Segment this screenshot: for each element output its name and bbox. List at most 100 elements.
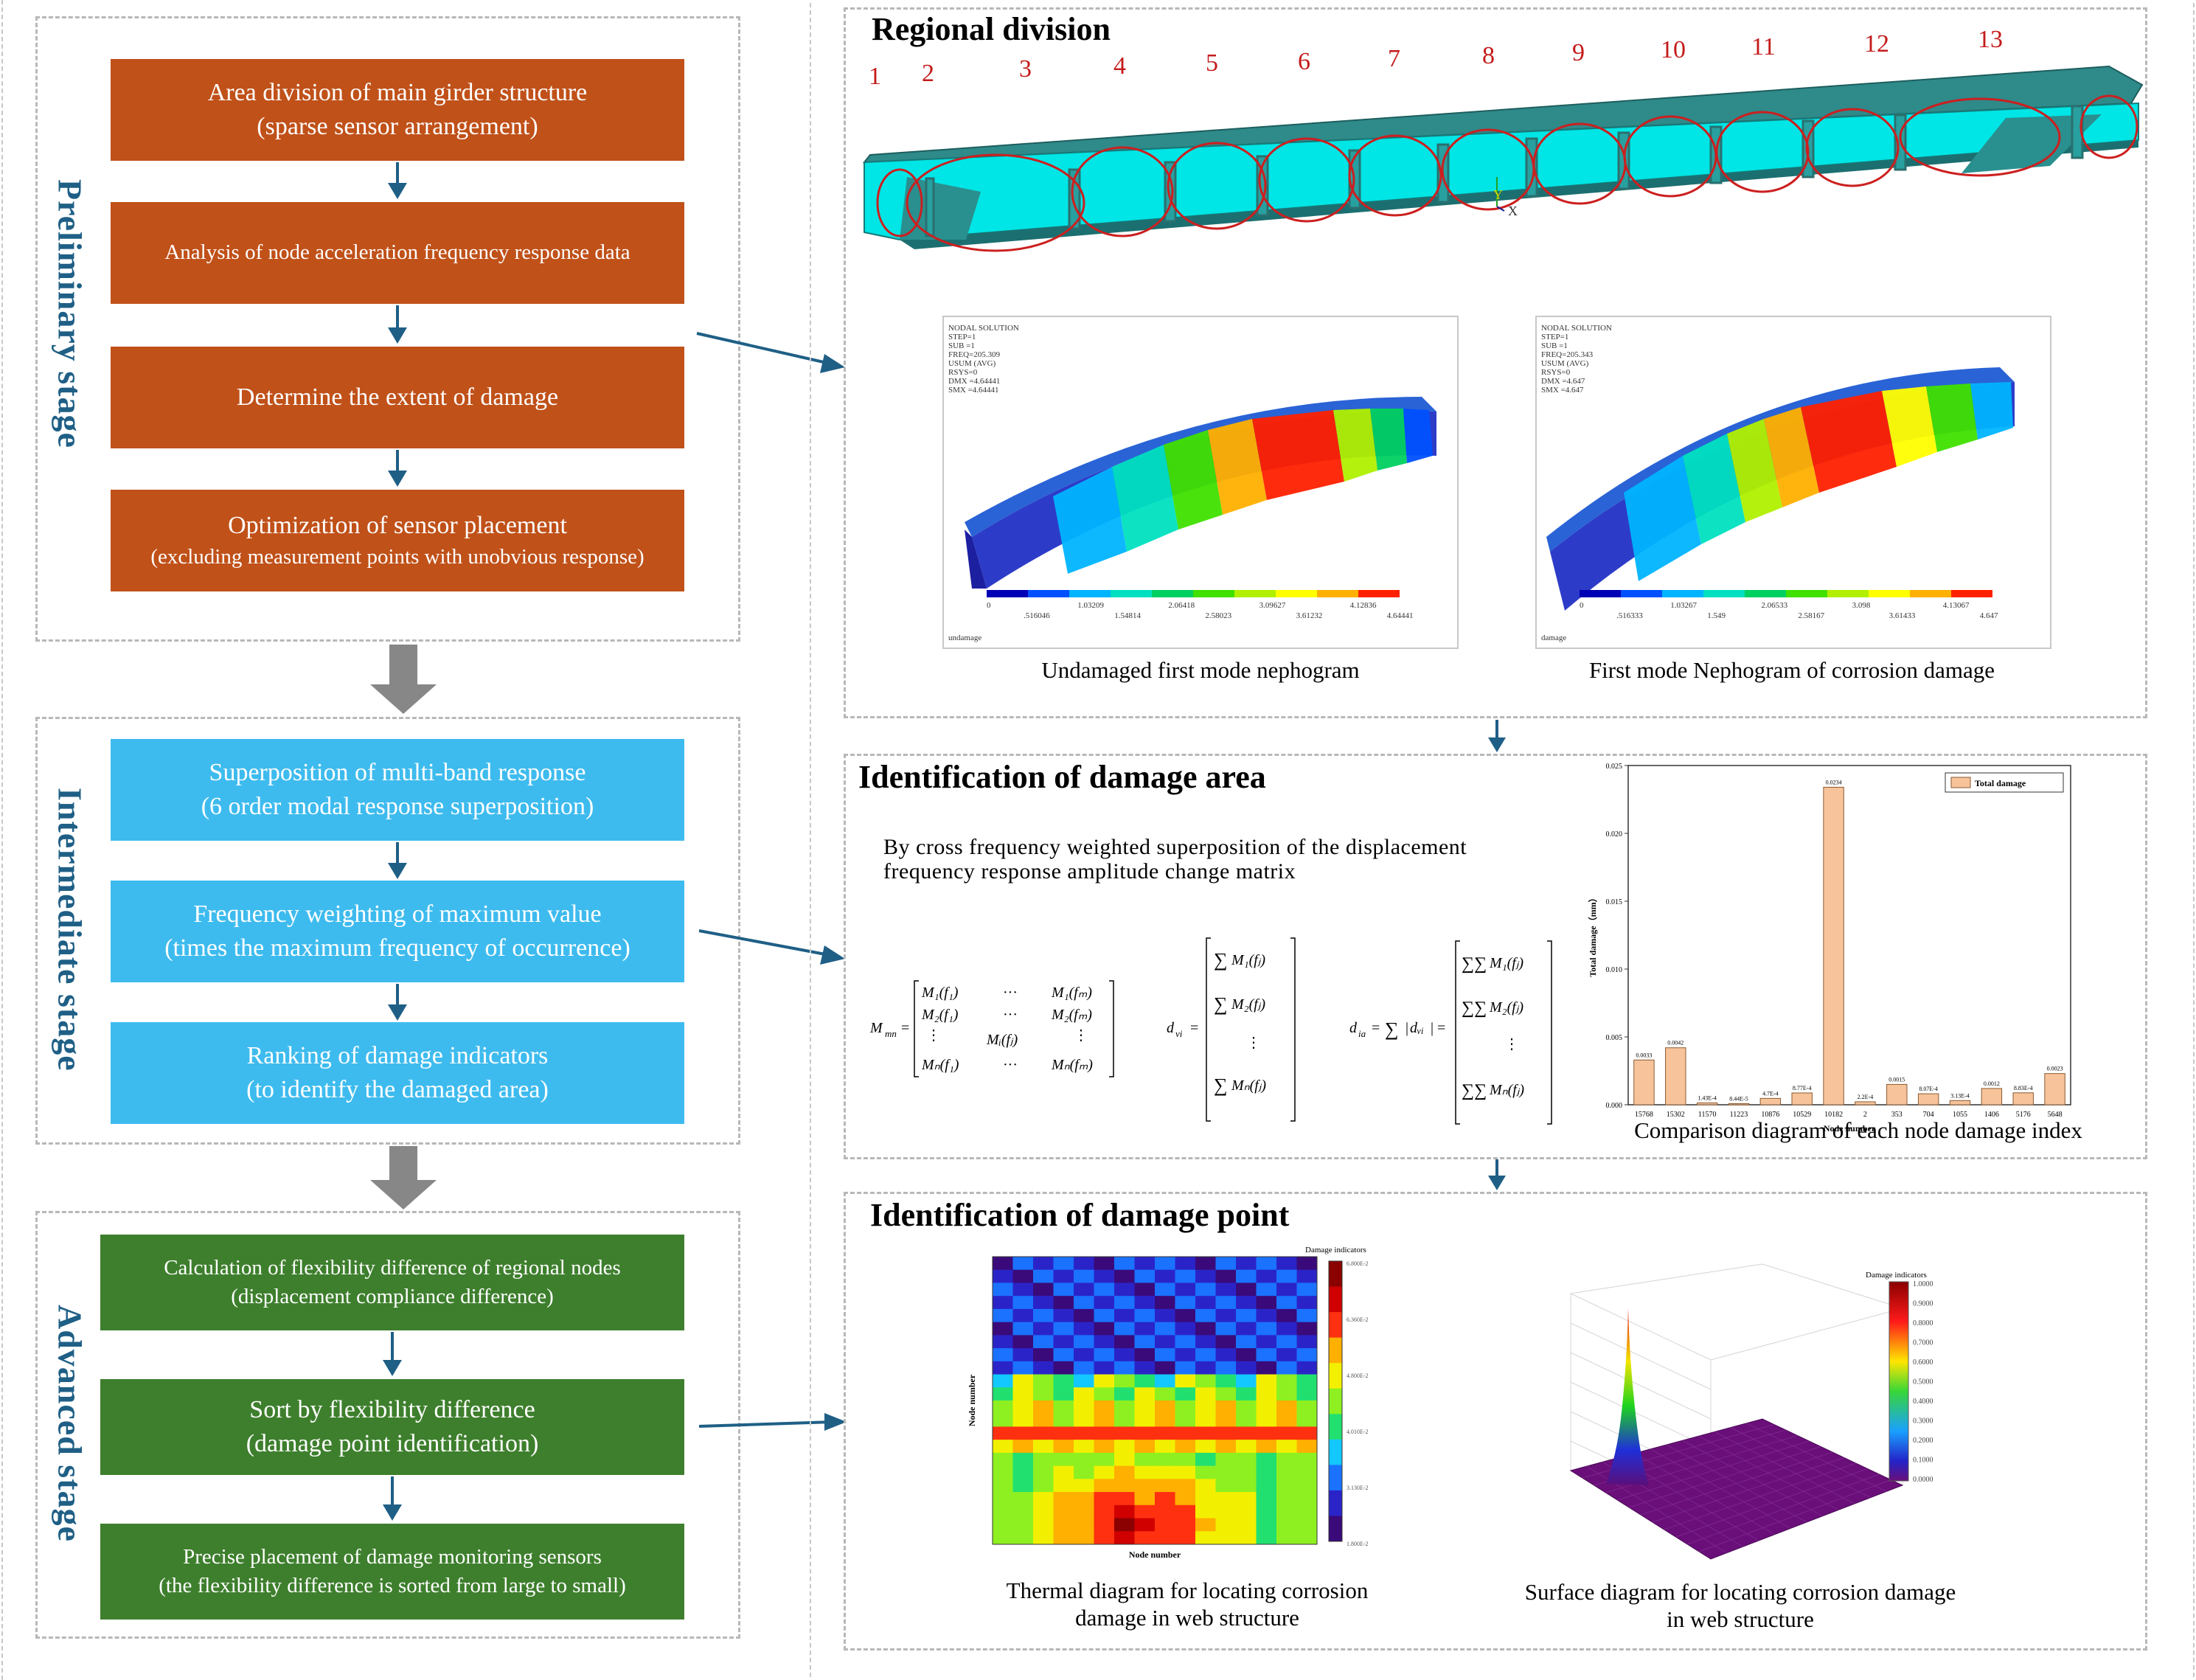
surface-tick: 0.3000 bbox=[1913, 1417, 1933, 1426]
svg-text:=: = bbox=[1190, 1020, 1198, 1036]
formulas: M mn = M₁(f₁)···M₁(fₘ) M₂(f₁)···M₂(fₘ) ⋮… bbox=[869, 937, 1552, 1125]
bar-value-label: 3.13E-4 bbox=[1950, 1092, 1970, 1099]
axis-x-label: X bbox=[1508, 204, 1518, 218]
bar bbox=[1949, 1100, 1971, 1105]
scale-label: 0 bbox=[1580, 601, 1584, 610]
nephogram-header-line: SUB =1 bbox=[948, 341, 975, 350]
nephogram-header-line: NODAL SOLUTION bbox=[948, 324, 1019, 333]
step-flexibility-sort-line2: (damage point identification) bbox=[246, 1430, 539, 1457]
step-flexibility-sort: Sort by flexibility difference (damage p… bbox=[100, 1379, 684, 1475]
bar bbox=[2044, 1073, 2065, 1105]
svg-text:M₁(fⱼ): M₁(fⱼ) bbox=[1231, 952, 1265, 968]
svg-text:M₁(fₘ): M₁(fₘ) bbox=[1051, 985, 1092, 1001]
bar-category-label: 5648 bbox=[2048, 1111, 2063, 1119]
bar-category-label: 2 bbox=[1863, 1111, 1867, 1119]
surface-tick: 0.8000 bbox=[1913, 1319, 1933, 1327]
nephogram-header-line: STEP=1 bbox=[948, 333, 976, 341]
region-number: 2 bbox=[922, 60, 934, 87]
step-area-division-line1: Area division of main girder structure bbox=[207, 79, 588, 107]
svg-text:M₂(fⱼ): M₂(fⱼ) bbox=[1489, 999, 1523, 1016]
svg-text:vi: vi bbox=[1175, 1028, 1183, 1039]
bar bbox=[1917, 1093, 1939, 1105]
regional-title: Regional division bbox=[872, 11, 1111, 47]
step-damage-ranking-line2: (to identify the damaged area) bbox=[246, 1076, 549, 1103]
right-frame bbox=[810, 3, 2195, 1677]
step-damage-ranking-line1: Ranking of damage indicators bbox=[246, 1042, 549, 1070]
bar-category-label: 15302 bbox=[1667, 1111, 1685, 1119]
bar bbox=[1981, 1088, 2003, 1105]
stage-label-advanced: Advanced stage bbox=[51, 1305, 89, 1542]
step-frequency-weighting-line2: (times the maximum frequency of occurren… bbox=[164, 934, 630, 962]
bar-chart-ytick: 0.015 bbox=[1606, 898, 1623, 906]
stage-label-intermediate: Intermediate stage bbox=[51, 787, 89, 1072]
svg-text:mn: mn bbox=[885, 1028, 897, 1039]
scale-label: 4.64441 bbox=[1387, 611, 1414, 620]
bar bbox=[1886, 1083, 1908, 1105]
step-flexibility-calc: Calculation of flexibility difference of… bbox=[100, 1235, 684, 1330]
heatmap-tick: 4.010E-2 bbox=[1347, 1429, 1369, 1435]
nephogram-header-line: USUM (AVG) bbox=[948, 359, 996, 368]
step-multiband-line1: Superposition of multi-band response bbox=[209, 759, 586, 787]
nephogram-header-line: SMX =4.647 bbox=[1541, 386, 1584, 395]
bar-chart-legend: Total damage bbox=[1975, 778, 2026, 788]
caption-surface-line1: Surface diagram for locating corrosion d… bbox=[1524, 1579, 1956, 1605]
region-number: 3 bbox=[1019, 55, 1032, 83]
caption-corrosion: First mode Nephogram of corrosion damage bbox=[1588, 657, 1995, 683]
surface-tick: 0.1000 bbox=[1913, 1457, 1933, 1465]
heatmap-ylabel: Node number bbox=[967, 1374, 977, 1426]
svg-text:Mₙ(fₘ): Mₙ(fₘ) bbox=[1051, 1057, 1093, 1073]
step-sensor-optimization-line1: Optimization of sensor placement bbox=[228, 512, 567, 540]
surface-tick: 0.4000 bbox=[1913, 1398, 1933, 1406]
region-number: 9 bbox=[1572, 39, 1585, 66]
nephogram-header-line: NODAL SOLUTION bbox=[1541, 324, 1612, 333]
svg-text:Mₙ(f₁): Mₙ(f₁) bbox=[921, 1057, 959, 1073]
region-number: 5 bbox=[1206, 49, 1218, 77]
bar-value-label: 0.0033 bbox=[1636, 1052, 1652, 1058]
heatmap-tick: 6.360E-2 bbox=[1347, 1316, 1369, 1323]
scale-label: 2.58167 bbox=[1798, 611, 1824, 620]
area-description-line1: By cross frequency weighted superpositio… bbox=[883, 835, 1467, 859]
step-sensor-optimization: Optimization of sensor placement (exclud… bbox=[111, 490, 684, 591]
bar bbox=[1728, 1103, 1750, 1105]
svg-text:Mₙ(fⱼ): Mₙ(fⱼ) bbox=[1489, 1082, 1524, 1098]
bar-value-label: 8.07E-4 bbox=[1919, 1086, 1938, 1092]
svg-text:=: = bbox=[1372, 1020, 1380, 1036]
step-frequency-weighting-line1: Frequency weighting of maximum value bbox=[193, 900, 602, 928]
heatmap-tick: 6.800E-2 bbox=[1347, 1260, 1369, 1267]
nephogram-header-line: RSYS=0 bbox=[1541, 368, 1571, 377]
step-flexibility-sort-line1: Sort by flexibility difference bbox=[249, 1396, 535, 1424]
svg-text:···: ··· bbox=[1003, 985, 1018, 1001]
region-number: 6 bbox=[1298, 48, 1310, 75]
scale-label: .516333 bbox=[1616, 611, 1643, 620]
region-number: 4 bbox=[1113, 52, 1126, 80]
surface-tick: 1.0000 bbox=[1913, 1280, 1933, 1288]
damage-bar-chart: 0.0000.0050.0100.0150.0200.0250.00331576… bbox=[1587, 763, 2071, 1134]
formula-d-symbol: d bbox=[1167, 1020, 1175, 1036]
preliminary-panel bbox=[35, 16, 740, 642]
surface-tick: 0.5000 bbox=[1913, 1378, 1933, 1386]
surface-plot: Damage indicators 1.00000.90000.80000.70… bbox=[1569, 1263, 1933, 1560]
heatmap-legend-title: Damage indicators bbox=[1305, 1246, 1366, 1254]
svg-text:M₁(f₁): M₁(f₁) bbox=[921, 985, 959, 1001]
bar-value-label: 2.2E-4 bbox=[1858, 1094, 1874, 1100]
step-multiband-superposition: Superposition of multi-band response (6 … bbox=[111, 739, 684, 841]
heatmap-tick: 1.800E-2 bbox=[1347, 1541, 1369, 1547]
step-flexibility-calc-line1: Calculation of flexibility difference of… bbox=[164, 1255, 621, 1280]
bar-value-label: 8.77E-4 bbox=[1793, 1085, 1812, 1091]
left-frame-line bbox=[1, 0, 3, 1680]
svg-text:···: ··· bbox=[1003, 1007, 1018, 1023]
bar-category-label: 10529 bbox=[1793, 1111, 1811, 1119]
scale-label: 4.13067 bbox=[1943, 601, 1970, 610]
step-precise-placement: Precise placement of damage monitoring s… bbox=[100, 1524, 684, 1620]
surface-tick: 0.7000 bbox=[1913, 1339, 1933, 1347]
bar-value-label: 1.43E-4 bbox=[1698, 1094, 1717, 1101]
bar bbox=[1759, 1097, 1782, 1105]
nephogram-header-line: USUM (AVG) bbox=[1541, 359, 1589, 368]
step-flexibility-calc-line2: (displacement compliance difference) bbox=[231, 1285, 554, 1308]
point-panel bbox=[844, 1192, 2147, 1651]
bar-category-label: 353 bbox=[1891, 1111, 1903, 1119]
bar-chart-ylabel: Total damage（mm） bbox=[1587, 893, 1598, 976]
svg-text:dᵥᵢ: dᵥᵢ bbox=[1410, 1020, 1424, 1036]
